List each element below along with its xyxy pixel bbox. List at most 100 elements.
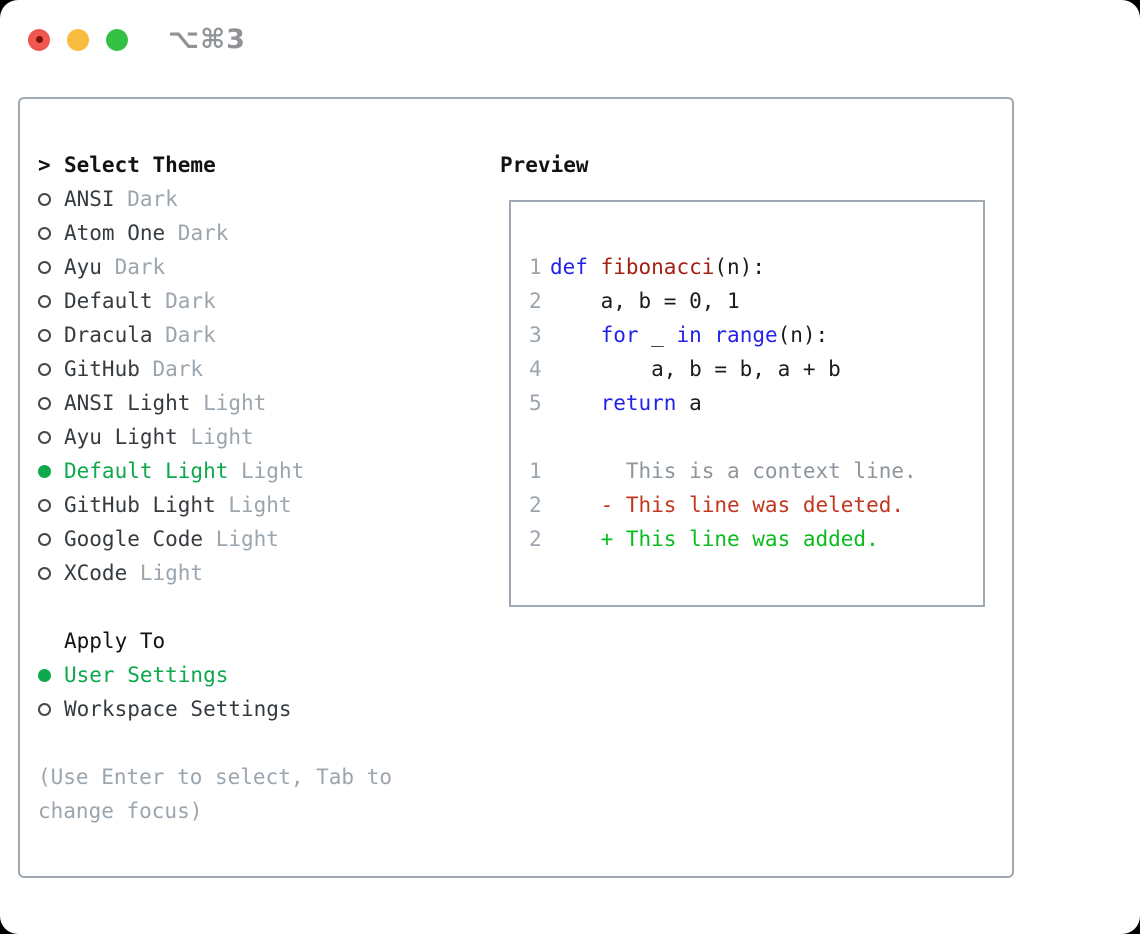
code-segment: range (714, 323, 778, 347)
radio-circle-icon (38, 464, 51, 478)
option-label: Ayu Dark (64, 250, 165, 284)
option-name: Ayu Light (64, 425, 178, 449)
line-number: 2 (529, 527, 542, 551)
option-variant: Light (203, 527, 279, 551)
radio-circle-icon (38, 702, 51, 716)
apply-to-option[interactable]: User Settings (38, 658, 482, 692)
radio-circle-icon (38, 260, 51, 274)
theme-option[interactable]: ANSI Light Light (38, 386, 482, 420)
option-variant: Dark (114, 187, 178, 211)
theme-option[interactable]: GitHub Light Light (38, 488, 482, 522)
theme-option[interactable]: Default Dark (38, 284, 482, 318)
code-line (529, 420, 983, 454)
code-segment: a, b = 0, 1 (550, 289, 740, 313)
spacer (38, 590, 482, 624)
radio-circle-icon (38, 668, 51, 682)
radio-unselected-icon (38, 430, 64, 444)
theme-option[interactable]: Atom One Dark (38, 216, 482, 250)
option-label: Workspace Settings (64, 692, 292, 726)
theme-option[interactable]: Dracula Dark (38, 318, 482, 352)
theme-option[interactable]: Ayu Dark (38, 250, 482, 284)
radio-circle-icon (38, 362, 51, 376)
option-variant: Dark (139, 357, 204, 381)
zoom-button[interactable] (106, 28, 128, 51)
code-segment: (n): (714, 255, 765, 279)
line-number: 3 (529, 323, 542, 347)
code-segment (550, 323, 601, 347)
radio-unselected-icon (38, 294, 64, 308)
theme-option[interactable]: XCode Light (38, 556, 482, 590)
option-variant: Light (228, 459, 305, 483)
theme-option[interactable]: Ayu Light Light (38, 420, 482, 454)
theme-option[interactable]: GitHub Dark (38, 352, 482, 386)
preview-title: Preview (500, 153, 589, 177)
option-label: Dracula Dark (64, 318, 216, 352)
code-segment: a, b = b, a + b (550, 357, 841, 381)
line-number: 1 (529, 255, 542, 279)
option-name: Google Code (64, 527, 204, 551)
prompt-icon: > (38, 153, 51, 177)
option-label: Default Light Light (64, 454, 304, 488)
apply-to-option[interactable]: Workspace Settings (38, 692, 482, 726)
code-text: - This line was deleted. (550, 488, 904, 522)
radio-circle-icon (38, 430, 51, 444)
code-text: a, b = b, a + b (550, 352, 841, 386)
code-segment: _ (638, 323, 677, 347)
code-text: This is a context line. (550, 454, 917, 488)
code-segment: This is a context line. (550, 459, 917, 483)
code-line: 5 return a (529, 386, 983, 420)
select-theme-header-row: > Select Theme (38, 148, 482, 182)
close-button[interactable] (28, 28, 50, 51)
radio-unselected-icon (38, 362, 64, 376)
code-line: 2 + This line was added. (529, 522, 983, 556)
code-text: return a (550, 386, 702, 420)
code-segment: (n): (777, 323, 829, 347)
option-label: ANSI Dark (64, 182, 178, 216)
radio-selected-icon (38, 668, 64, 682)
code-line: 2 - This line was deleted. (529, 488, 983, 522)
code-line: 2 a, b = 0, 1 (529, 284, 983, 318)
hint-text: (Use Enter to select, Tab to change focu… (38, 765, 393, 823)
code-segment (702, 323, 715, 347)
theme-option[interactable]: Default Light Light (38, 454, 482, 488)
preview-header-row: Preview (500, 148, 1012, 182)
option-name: XCode (64, 561, 128, 585)
select-theme-title: Select Theme (64, 153, 216, 177)
radio-circle-icon (38, 532, 51, 546)
theme-option[interactable]: Google Code Light (38, 522, 482, 556)
radio-unselected-icon (38, 396, 64, 410)
option-variant: Light (177, 425, 254, 449)
radio-circle-icon (38, 192, 51, 206)
radio-unselected-icon (38, 328, 64, 342)
radio-circle-icon (38, 566, 51, 580)
titlebar: ⌥⌘3 (28, 24, 246, 55)
line-number: 1 (529, 459, 542, 483)
option-label: GitHub Light Light (64, 488, 292, 522)
option-name: User Settings (64, 663, 229, 687)
radio-circle-icon (38, 498, 51, 512)
radio-unselected-icon (38, 260, 64, 274)
code-text: def fibonacci(n): (550, 250, 765, 284)
option-name: Atom One (64, 221, 166, 245)
radio-unselected-icon (38, 498, 64, 512)
code-line: 1 This is a context line. (529, 454, 983, 488)
minimize-button[interactable] (67, 28, 89, 51)
line-number: 5 (529, 391, 542, 415)
radio-unselected-icon (38, 702, 64, 716)
option-variant: Dark (101, 255, 166, 279)
option-name: Default Light (64, 459, 229, 483)
option-name: GitHub (64, 357, 140, 381)
theme-option[interactable]: ANSI Dark (38, 182, 482, 216)
code-text: + This line was added. (550, 522, 879, 556)
apply-to-header-row: Apply To (38, 624, 482, 658)
code-segment: def (550, 255, 588, 279)
line-number: 2 (529, 289, 542, 313)
code-line: 4 a, b = b, a + b (529, 352, 983, 386)
option-label: Atom One Dark (64, 216, 228, 250)
option-variant: Light (190, 391, 267, 415)
option-variant: Dark (165, 221, 229, 245)
